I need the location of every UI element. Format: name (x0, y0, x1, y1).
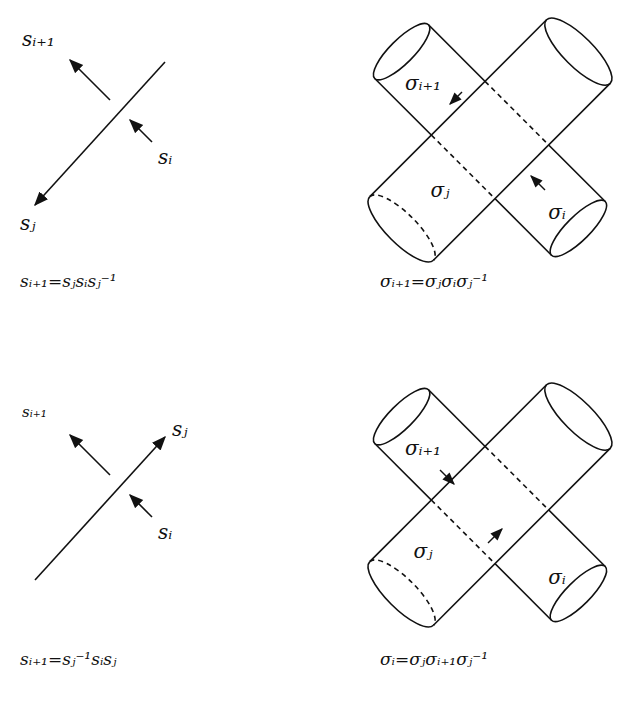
over-strand (35, 62, 165, 205)
relation-equation: σᵢ=σⱼσᵢ₊₁σⱼ⁻¹ (380, 650, 488, 669)
tube-label: σⱼ (431, 179, 450, 201)
orientation-arrow (488, 529, 502, 543)
relation-equation: sᵢ₊₁=sⱼ⁻¹sᵢsⱼ (20, 650, 117, 669)
strand-label: sⱼ (20, 212, 36, 234)
under-strand (130, 120, 152, 142)
tube-label: σᵢ (548, 566, 566, 588)
tube-label: σᵢ₊₁ (405, 437, 441, 459)
relation-equation: sᵢ₊₁=sⱼsᵢsⱼ⁻¹ (20, 272, 117, 291)
tube-crossing (294, 0, 638, 336)
orientation-arrow (450, 92, 462, 104)
under-strand (130, 495, 152, 517)
tube-crossing (294, 309, 638, 701)
orientation-arrow (440, 470, 454, 484)
tube-label: σᵢ (548, 201, 566, 223)
strand-label: sᵢ₊₁ (22, 28, 55, 50)
tube-label: σᵢ₊₁ (405, 72, 441, 94)
orientation-arrow (531, 176, 545, 190)
under-strand (70, 435, 110, 475)
over-strand (35, 437, 165, 580)
tube-label: σⱼ (414, 540, 433, 562)
relation-equation: σᵢ₊₁=σⱼσᵢσⱼ⁻¹ (380, 272, 488, 291)
strand-label: sᵢ (158, 146, 172, 168)
under-strand (70, 60, 110, 100)
strand-label: sⱼ (172, 418, 188, 440)
strand-label: sᵢ₊₁ (22, 404, 47, 421)
strand-label: sᵢ (158, 521, 172, 543)
